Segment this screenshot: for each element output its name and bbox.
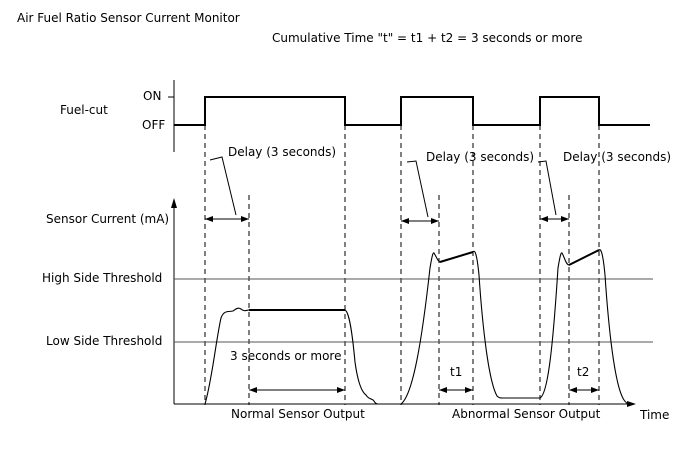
three-seconds-label: 3 seconds or more xyxy=(230,349,342,363)
abnormal-sensor-output-curve-2 xyxy=(539,249,631,405)
abnormal-sensor-output-hold-1 xyxy=(439,251,474,263)
abnormal-sensor-output-curve-1 xyxy=(400,250,540,405)
diagram-title: Air Fuel Ratio Sensor Current Monitor xyxy=(17,11,240,25)
delay-3-label: Delay (3 seconds) xyxy=(563,150,671,164)
sensor-y-axis-arrow xyxy=(171,198,177,208)
t2-arrow-right xyxy=(591,387,599,393)
delay-2-leader xyxy=(406,160,429,218)
time-axis-arrow xyxy=(627,401,636,407)
time-axis-label: Time xyxy=(639,408,669,422)
fuel-cut-label: Fuel-cut xyxy=(60,103,108,117)
delay-1-arrow-left xyxy=(205,216,213,222)
fuel-cut-on-label: ON xyxy=(143,89,161,103)
abnormal-sensor-output-label: Abnormal Sensor Output xyxy=(452,407,601,421)
delay-1-label: Delay (3 seconds) xyxy=(228,145,336,159)
normal-sensor-output-label: Normal Sensor Output xyxy=(231,407,365,421)
delay-3-arrow-right xyxy=(561,216,569,222)
delay-3-leader xyxy=(537,160,557,216)
low-side-threshold-label: Low Side Threshold xyxy=(46,334,162,348)
delay-2-label: Delay (3 seconds) xyxy=(426,150,534,164)
delay-1-arrow-right xyxy=(241,216,249,222)
three-seconds-arrow-left xyxy=(249,387,257,393)
t1-arrow-right xyxy=(465,387,473,393)
t2-arrow-left xyxy=(569,387,577,393)
abnormal-sensor-output-hold-2 xyxy=(568,249,600,266)
sensor-current-axis-label: Sensor Current (mA) xyxy=(46,212,169,226)
delay-1-leader xyxy=(209,156,237,216)
delay-2-arrow-right xyxy=(431,218,439,224)
delay-3-arrow-left xyxy=(540,216,548,222)
diagram-subtitle: Cumulative Time "t" = t1 + t2 = 3 second… xyxy=(272,31,582,45)
three-seconds-arrow-right xyxy=(337,387,345,393)
normal-sensor-output-curve xyxy=(204,307,379,405)
high-side-threshold-label: High Side Threshold xyxy=(42,271,162,285)
fuel-cut-signal xyxy=(174,96,650,126)
t1-label: t1 xyxy=(450,365,462,379)
t1-arrow-left xyxy=(439,387,447,393)
t2-label: t2 xyxy=(577,365,589,379)
fuel-cut-off-label: OFF xyxy=(142,118,165,132)
delay-2-arrow-left xyxy=(401,218,409,224)
